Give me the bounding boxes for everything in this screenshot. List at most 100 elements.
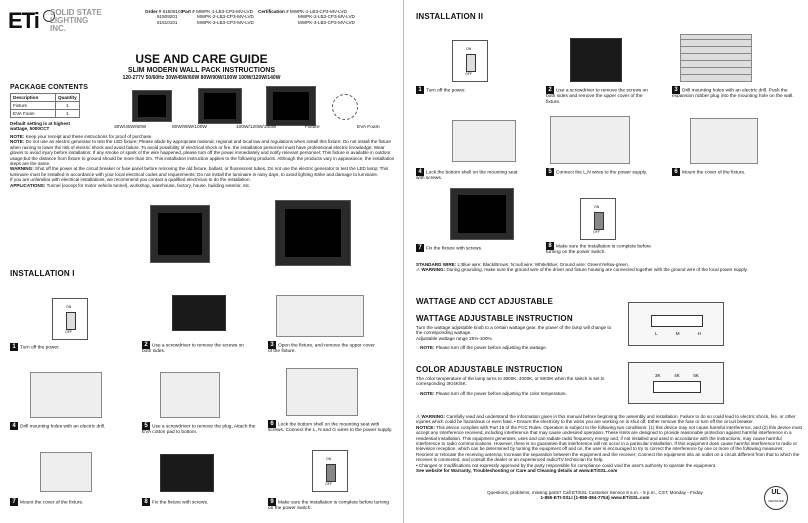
caption-eva: EVA Foam [357, 125, 380, 130]
grounding-warning: During grounding, make sure the ground w… [446, 267, 748, 273]
part-2: MWPK-2-LB3-CP3-MV-LVD [197, 14, 254, 20]
note-label: NOTE: [10, 134, 25, 139]
fixture-large-image [266, 86, 316, 126]
footer-warning: Carefully read and understand the inform… [416, 414, 796, 425]
cert-1: MWPK-1-LB3-CP3-MV-LVD [289, 9, 347, 14]
questions-text: Questions, problems, missing parts? Call… [487, 490, 703, 495]
step-3-image [276, 295, 364, 337]
cert-label: Certification # [258, 9, 289, 14]
part-3: MWPK-3-LB3-CP3-MV-LVD [197, 19, 254, 25]
color-adjustable-heading: COLOR ADJUSTABLE INSTRUCTION [416, 365, 563, 374]
step-5-image [550, 116, 630, 164]
note-icon: ☞ [416, 390, 421, 396]
col-description: Description [10, 93, 56, 102]
order-1: 61509101 [162, 9, 184, 14]
power-switch-image: ON OFF [52, 298, 88, 340]
brand-name: SOLID STATE LIGHTING INC. [50, 9, 102, 33]
title-sub: SLIM MODERN WALL PACK INSTRUCTIONS [127, 67, 276, 74]
note-label: NOTE: [10, 139, 25, 145]
step-5-image [160, 372, 220, 418]
electrician-note: If you are unfamiliar with electrical in… [10, 177, 251, 183]
cert-3: MWPK-3-LB3-CP3-MV-LVD [298, 19, 355, 25]
notice-label: NOTICE: [416, 424, 435, 430]
brand-line-1: SOLID STATE [50, 8, 102, 17]
ul-logo: UL [771, 489, 781, 496]
wattage-text: Turn the wattage adjustable knob to a ce… [416, 325, 612, 351]
contact-block: Questions, problems, missing parts? Call… [470, 490, 720, 501]
brand-line-3: INC. [50, 24, 66, 33]
step-7-image [450, 188, 514, 240]
step-6-image [286, 368, 358, 416]
part-label: Part # [182, 9, 195, 14]
applications-text: Tunnel (except for motor vehicle tunnel)… [46, 182, 251, 188]
cert-block: Certification # MWPK-1-LB3-CP3-MV-LVD MW… [258, 9, 355, 25]
warning-icon: ⚠ [416, 267, 421, 273]
part-1: MWPK-1-LB3-CP3-MV-LVD [196, 9, 253, 14]
cert-2: MWPK-2-LB3-CP3-MV-LVD [298, 14, 355, 20]
power-switch-image: ON OFF [312, 450, 348, 492]
cct-4k-label: 4K [674, 373, 680, 378]
caption-fixture: Fixture [305, 125, 320, 130]
caption-large: 100W/120W/140W [236, 125, 277, 130]
installation-2-heading: INSTALLATION II [416, 12, 484, 21]
warning-label: WARNING: [421, 414, 446, 419]
wattage-cct-heading: WATTAGE AND CCT ADJUSTABLE [416, 297, 554, 306]
power-switch-image: ON OFF [452, 40, 488, 82]
notes-block: NOTE: Keep your receipt and these instru… [10, 134, 396, 188]
fcc-notice: This device complies with Part 15 of the… [416, 424, 802, 463]
standard-wire-label: STANDARD WIRE: [416, 262, 457, 267]
cct-switch-image: 3K 4K 5K [628, 362, 724, 404]
phone-text: 1-855-ETI-SSLI (1-855-384-7754) www.ETiS… [540, 495, 650, 501]
fixture-hero-image-2 [275, 200, 351, 266]
standard-wire-text: L:Blue wire: Black/Brown; N:null wire: W… [457, 262, 629, 267]
step-2-image [570, 38, 622, 82]
note-2: Do not use an electric generator to test… [10, 139, 395, 167]
footer-notice: ⚠ WARNING: Carefully read and understand… [416, 414, 802, 473]
order-block: Order # 61509101 61509201 61510101 [145, 9, 183, 25]
wattage-adjustable-heading: WATTAGE ADJUSTABLE INSTRUCTION [416, 314, 573, 323]
caption-small: 30W/45W/60W [114, 125, 147, 130]
title-main: USE AND CARE GUIDE [135, 52, 268, 66]
ul-certified-badge: UL CERTIFIED [764, 486, 788, 510]
part-block: Part # MWPK-1-LB3-CP3-MV-LVD MWPK-2-LB3-… [182, 9, 254, 25]
default-setting: Default setting is at highest wattage, 5… [10, 121, 70, 132]
order-label: Order # [145, 9, 162, 14]
warning-icon: ⚠ [416, 414, 421, 419]
wiring-note: STANDARD WIRE: L:Blue wire: Black/Brown;… [416, 262, 802, 273]
lightbulb-icon [43, 10, 56, 22]
applications-label: APPLICATIONS: [10, 182, 46, 188]
certified-label: CERTIFIED [768, 499, 784, 503]
step-7-image [40, 452, 92, 492]
page-divider [403, 0, 404, 523]
brick-wall-image [680, 34, 752, 82]
warranty-note: See website for Warranty, Troubleshootin… [416, 468, 618, 474]
guide-title: USE AND CARE GUIDE SLIM MODERN WALL PACK… [0, 52, 403, 81]
brand-line-2: LIGHTING [50, 16, 89, 25]
warning-label: WARNING: [421, 267, 446, 273]
step-4-image [452, 120, 516, 162]
order-2: 61509201 [157, 14, 178, 20]
warning-text: Shut off the power at the circuit breake… [10, 166, 389, 177]
installation-1-heading: INSTALLATION I [10, 269, 75, 278]
brand-logo: ETi [8, 8, 56, 34]
step-2-image [172, 295, 226, 331]
fixture-small-image [132, 90, 172, 122]
